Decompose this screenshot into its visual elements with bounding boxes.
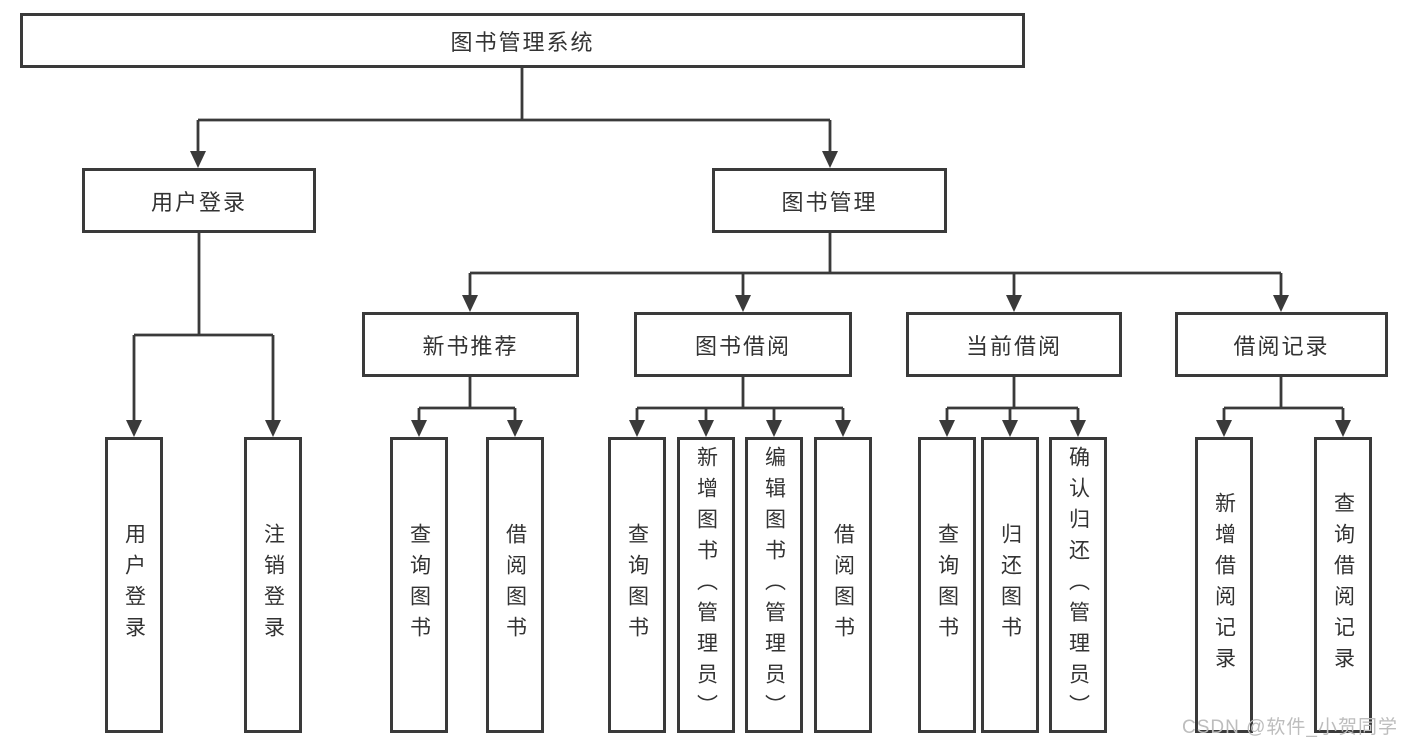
arrow-down-icon <box>822 151 838 168</box>
user-login-branch-lines <box>132 233 275 422</box>
arrowheads <box>126 151 1351 437</box>
arrow-down-icon <box>835 420 851 437</box>
arrow-down-icon <box>1002 420 1018 437</box>
leaf-query-books-recommend: 查询图书 <box>390 437 448 733</box>
leaf-query-borrow-record: 查询借阅记录 <box>1314 437 1372 733</box>
node-book-borrow: 图书借阅 <box>634 312 852 377</box>
node-new-book-recommend: 新书推荐 <box>362 312 579 377</box>
node-book-management-branch: 图书管理 <box>712 168 947 233</box>
arrow-down-icon <box>698 420 714 437</box>
arrow-down-icon <box>265 420 281 437</box>
arrow-down-icon <box>1335 420 1351 437</box>
leaf-query-books-current: 查询图书 <box>918 437 976 733</box>
leaf-user-login: 用户登录 <box>105 437 163 733</box>
arrow-down-icon <box>190 151 206 168</box>
arrow-down-icon <box>126 420 142 437</box>
arrow-down-icon <box>411 420 427 437</box>
arrow-down-icon <box>1006 295 1022 312</box>
arrow-down-icon <box>766 420 782 437</box>
arrow-down-icon <box>1216 420 1232 437</box>
level3-stems <box>468 377 1283 408</box>
leaf-edit-book-admin: 编辑图书（管理员） <box>745 437 803 733</box>
node-borrow-records: 借阅记录 <box>1175 312 1388 377</box>
node-current-borrow: 当前借阅 <box>906 312 1122 377</box>
arrow-down-icon <box>939 420 955 437</box>
leaf-borrow-books-recommend: 借阅图书 <box>486 437 544 733</box>
leaf-confirm-return-admin: 确认归还（管理员） <box>1049 437 1107 733</box>
csdn-watermark: CSDN @软件_小贺同学 <box>1182 717 1398 738</box>
arrow-down-icon <box>1070 420 1086 437</box>
leaf-drop-lines <box>417 408 1345 422</box>
arrow-down-icon <box>629 420 645 437</box>
node-user-login-branch: 用户登录 <box>82 168 316 233</box>
leaf-return-book: 归还图书 <box>981 437 1039 733</box>
arrow-down-icon <box>507 420 523 437</box>
arrow-down-icon <box>735 295 751 312</box>
leaf-add-borrow-record: 新增借阅记录 <box>1195 437 1253 733</box>
book-management-branch-lines <box>468 233 1283 297</box>
arrow-down-icon <box>462 295 478 312</box>
level2-rail-line <box>196 118 832 152</box>
leaf-borrow-books: 借阅图书 <box>814 437 872 733</box>
leaf-add-book-admin: 新增图书（管理员） <box>677 437 735 733</box>
arrow-down-icon <box>1273 295 1289 312</box>
leaf-query-books-borrow: 查询图书 <box>608 437 666 733</box>
node-root-system: 图书管理系统 <box>20 13 1025 68</box>
leaf-logout: 注销登录 <box>244 437 302 733</box>
